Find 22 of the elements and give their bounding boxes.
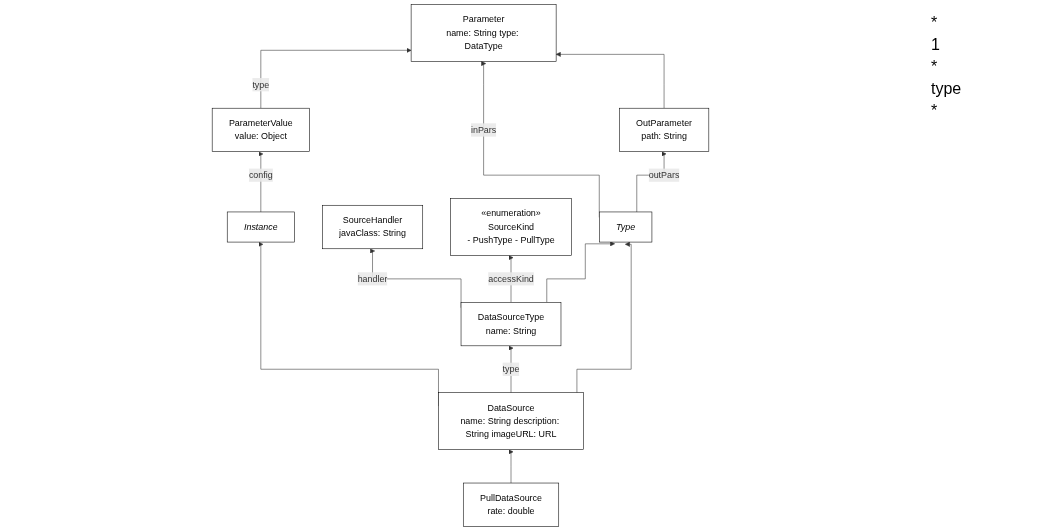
node-box: SourceHandler javaClass: String bbox=[322, 205, 423, 250]
node-box: Instance bbox=[226, 211, 295, 243]
node-box: ParameterValue value: Object bbox=[211, 107, 310, 152]
node-box: DataSource name: String description: String imageURL: URL bbox=[438, 392, 584, 450]
edge-label: outPars bbox=[648, 170, 680, 180]
multiplicity-label: * bbox=[931, 102, 939, 120]
multiplicity-label: * bbox=[931, 58, 939, 76]
multiplicity-label: * bbox=[931, 14, 939, 32]
node-box: Parameter name: String type: DataType bbox=[410, 4, 557, 62]
edge-label: type bbox=[252, 79, 270, 90]
node-box: Type bbox=[599, 211, 653, 243]
edge-label: accessKind bbox=[488, 273, 534, 284]
node-box: DataSourceType name: String bbox=[460, 302, 562, 347]
multiplicity-label: type bbox=[931, 80, 963, 98]
edge-label: inPars bbox=[470, 124, 497, 135]
node-box: PullDataSource rate: double bbox=[463, 482, 560, 527]
node-box: «enumeration» SourceKind - PushType - PullType bbox=[450, 198, 572, 256]
edge-label: type bbox=[502, 364, 520, 374]
node-box: OutParameter path: String bbox=[619, 107, 710, 152]
edge-label: handler bbox=[357, 273, 388, 284]
multiplicity-label: 1 bbox=[931, 36, 941, 54]
edge-label: config bbox=[248, 170, 273, 180]
